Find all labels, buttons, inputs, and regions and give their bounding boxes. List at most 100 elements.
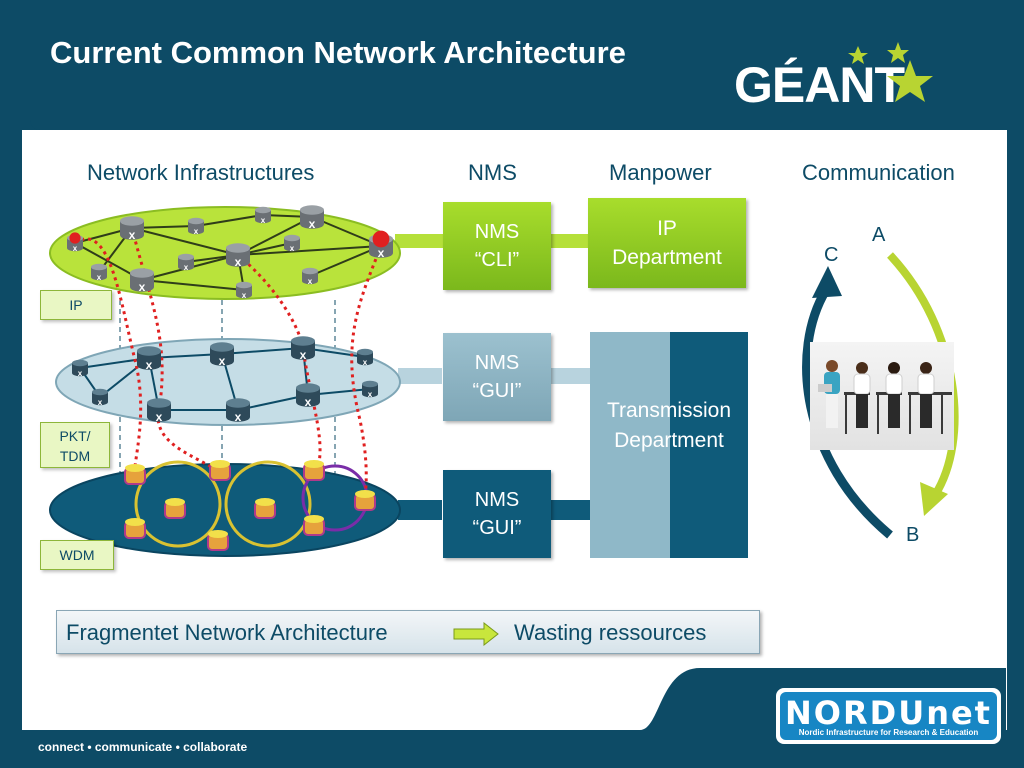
node-marker: x — [242, 291, 247, 300]
node-marker: x — [219, 354, 226, 368]
node-marker: x — [73, 244, 78, 253]
nms-gui-wdm-box: NMS “GUI” — [443, 470, 551, 558]
people-photo — [810, 342, 954, 450]
nordunet-logo-name: NORDUnet — [785, 694, 992, 732]
layer-label-pkt: PKT/ TDM — [40, 422, 110, 468]
node-marker: x — [156, 410, 163, 424]
transmission-department-label: Transmission Department — [590, 396, 748, 456]
pkt-switch-node: x — [147, 398, 171, 424]
bottom-statement-right: Wasting ressources — [514, 620, 707, 645]
ip-router-node: x — [67, 232, 83, 253]
pkt-switch-node: x — [226, 398, 250, 424]
nms-gui-pkt-line1: NMS — [474, 352, 520, 374]
pkt-switch-node: x — [92, 388, 108, 407]
wdm-roadm-node — [254, 498, 276, 519]
node-marker: x — [309, 217, 316, 231]
wdm-roadm-node — [164, 498, 186, 519]
comm-label-a: A — [872, 224, 886, 246]
wdm-roadm-node — [207, 530, 229, 551]
geant-stars-icon — [848, 42, 933, 102]
pkt-switch-node: x — [210, 342, 234, 368]
ip-router-node: x — [188, 217, 204, 236]
pkt-switch-node: x — [296, 383, 320, 409]
node-marker: x — [378, 246, 385, 260]
ip-router-node: x — [255, 206, 271, 225]
ip-router-node: x — [226, 243, 250, 269]
comm-label-b: B — [906, 524, 920, 546]
page-title: Current Common Network Architecture — [50, 35, 626, 70]
nms-cli-line2: “CLI” — [474, 249, 520, 271]
node-marker: x — [97, 273, 102, 282]
ip-router-node: x — [236, 281, 252, 300]
wdm-roadm-node — [354, 490, 376, 511]
node-marker: x — [308, 277, 313, 286]
wdm-roadm-node — [124, 464, 146, 485]
ip-department-box: IP Department — [588, 198, 746, 288]
nms-gui-wdm-line1: NMS — [474, 489, 520, 511]
layer-label-pkt-line1: PKT/ — [59, 428, 91, 444]
node-marker: x — [146, 358, 153, 372]
ip-router-node: x — [369, 230, 393, 260]
transmission-line2: Department — [614, 429, 724, 452]
ip-router-node: x — [300, 205, 324, 231]
node-marker: x — [235, 255, 242, 269]
nms-gui-pkt-box: NMS “GUI” — [443, 333, 551, 421]
node-marker: x — [261, 216, 266, 225]
ip-router-node: x — [91, 263, 107, 282]
transmission-department-right — [670, 332, 748, 558]
nordunet-logo-subtitle: Nordic Infrastructure for Research & Edu… — [798, 728, 979, 737]
geant-logo-text: GÉANT — [734, 57, 905, 113]
transmission-line1: Transmission — [606, 399, 732, 422]
geant-logo: GÉANT — [730, 30, 960, 120]
pkt-switch-node: x — [72, 359, 88, 378]
node-marker: x — [368, 390, 373, 399]
pkt-switch-node: x — [137, 346, 161, 372]
wdm-roadm-node — [124, 518, 146, 539]
pkt-switch-node: x — [362, 380, 378, 399]
ip-router-node: x — [284, 234, 300, 253]
node-marker: x — [98, 398, 103, 407]
layer-label-ip-text: IP — [69, 297, 83, 313]
node-marker: x — [300, 348, 307, 362]
nms-gui-wdm-line2: “GUI” — [472, 517, 522, 539]
node-marker: x — [194, 227, 199, 236]
node-marker: x — [139, 280, 146, 294]
arrow-b-to-c-head-icon — [812, 266, 842, 298]
layer-label-ip: IP — [40, 290, 112, 320]
pkt-nodes: x x x x x x x x x x — [72, 336, 378, 424]
right-arrow-icon — [453, 622, 499, 646]
transmission-department-left — [590, 332, 670, 558]
nms-cli-box: NMS “CLI” — [443, 202, 551, 290]
wdm-roadm-node — [209, 460, 231, 481]
ip-router-node: x — [178, 253, 194, 272]
ip-router-node: x — [130, 268, 154, 294]
node-marker: x — [78, 369, 83, 378]
wdm-roadm-node — [303, 460, 325, 481]
header-bar — [30, 0, 998, 130]
nms-cli-line1: NMS — [474, 221, 520, 243]
column-header-manpower: Manpower — [609, 160, 712, 185]
comm-label-c: C — [824, 244, 839, 266]
ip-department-line2: Department — [612, 246, 722, 269]
node-marker: x — [363, 358, 368, 367]
bottom-statement-left: Fragmentet Network Architecture — [66, 620, 388, 645]
arrow-a-to-b-head-icon — [920, 482, 948, 516]
bottom-statement-box — [56, 610, 760, 654]
layer-label-pkt-line2: TDM — [59, 448, 91, 464]
people-waiting-illustration — [818, 360, 952, 434]
wdm-rings — [134, 460, 369, 548]
node-marker: x — [305, 395, 312, 409]
layer-label-wdm-text: WDM — [59, 547, 95, 563]
column-header-infrastructures: Network Infrastructures — [87, 160, 315, 185]
wdm-roadm-node — [303, 515, 325, 536]
wdm-nodes — [124, 460, 376, 551]
node-marker: x — [184, 263, 189, 272]
nms-gui-pkt-line2: “GUI” — [472, 380, 522, 402]
node-marker: x — [129, 228, 136, 242]
footer-tagline: connect • communicate • collaborate — [38, 740, 248, 754]
column-header-nms: NMS — [468, 160, 517, 185]
ip-router-node: x — [302, 267, 318, 286]
nordunet-logo-inner: NORDUnet Nordic Infrastructure for Resea… — [780, 692, 997, 740]
ip-department-line1: IP — [657, 217, 677, 240]
